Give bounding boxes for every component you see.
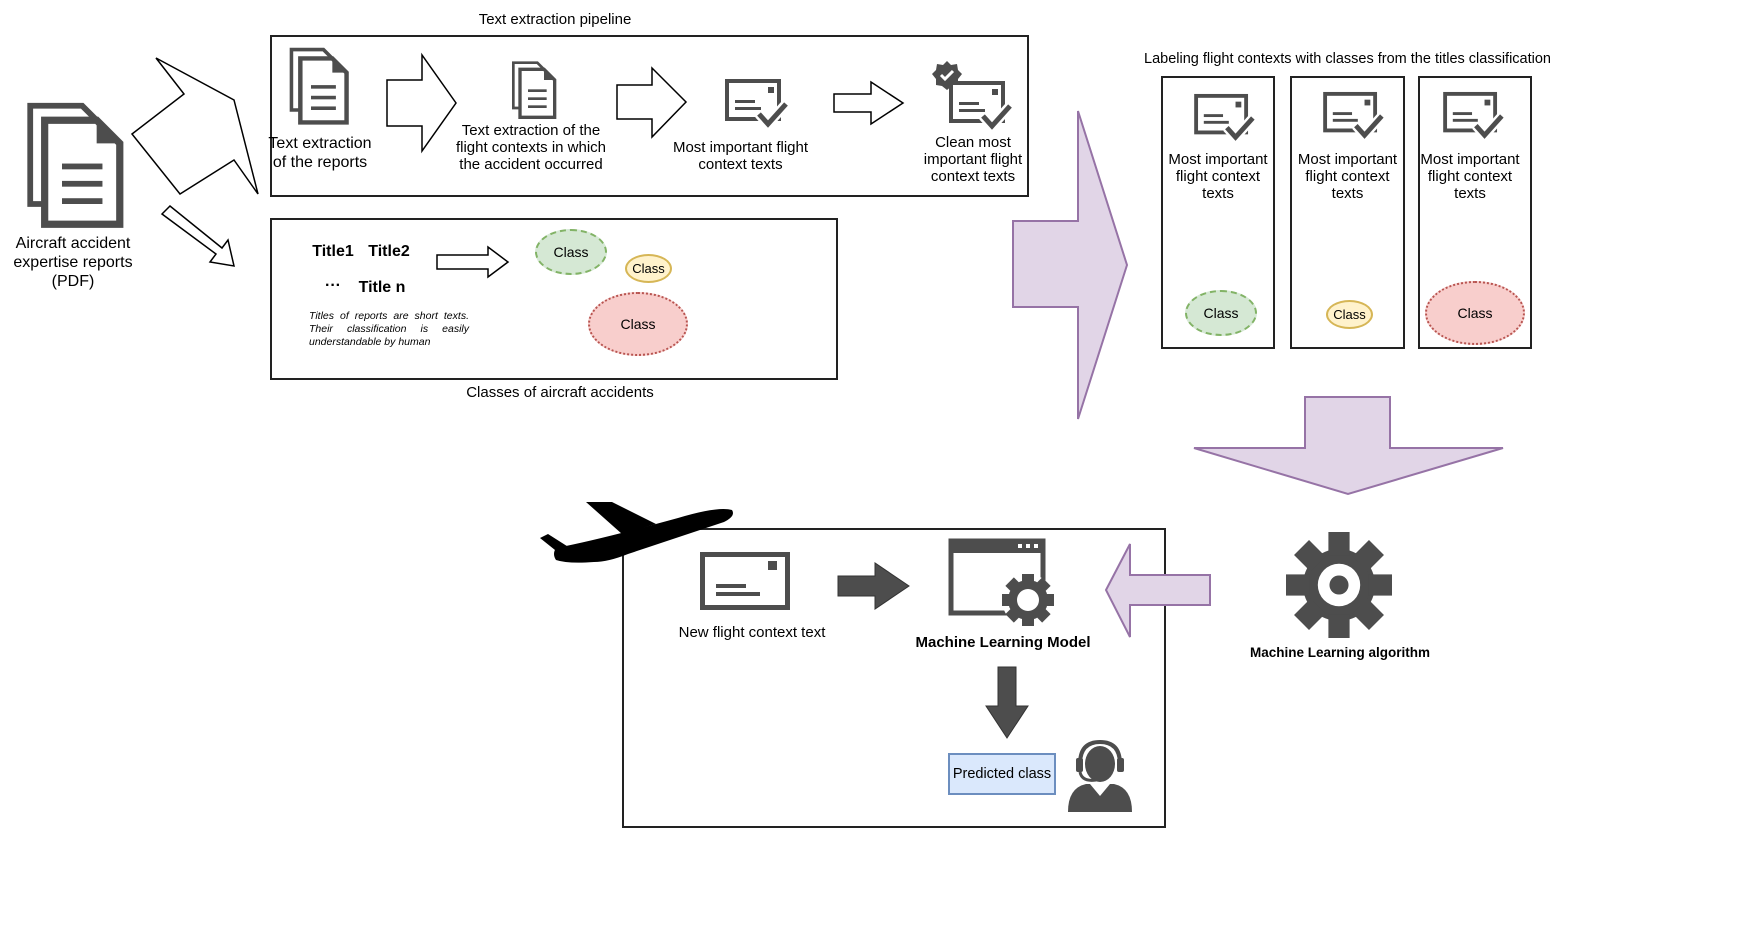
- label-card-2-class: Class: [1326, 300, 1373, 329]
- document-icon: [510, 60, 558, 120]
- pipeline-step-3: Most important flight context texts: [672, 139, 809, 173]
- pipeline-step-4: Clean most important flight context text…: [923, 134, 1023, 185]
- arrow-to-pipeline: [130, 57, 259, 195]
- mail-icon: [700, 552, 790, 610]
- class-yellow: Class: [625, 254, 672, 283]
- label-card-3-class: Class: [1425, 281, 1525, 345]
- arrow-down-dark-icon: [985, 666, 1029, 739]
- arrow-right-dark-icon: [837, 562, 910, 610]
- source-label: Aircraft accident expertise reports (PDF…: [13, 235, 133, 290]
- new-flight-label: New flight context text: [678, 624, 826, 641]
- mail-check-icon: [948, 80, 1012, 132]
- ml-algorithm-label: Machine Learning algorithm: [1249, 645, 1431, 660]
- label-card-3-text: Most important flight context texts: [1420, 151, 1520, 202]
- mail-check-icon: [1442, 91, 1504, 141]
- title-1: Title1: [312, 243, 354, 260]
- pipeline-step-2: Text extraction of the flight contexts i…: [455, 122, 607, 173]
- label-card-1-text: Most important flight context texts: [1168, 151, 1268, 202]
- label-card-2-text: Most important flight context texts: [1297, 151, 1398, 202]
- title-2: Title2: [368, 243, 410, 260]
- class-green: Class: [535, 229, 607, 275]
- purple-arrow-left: [1104, 543, 1211, 638]
- classes-title: Classes of aircraft accidents: [466, 384, 654, 401]
- labeling-title: Labeling flight contexts with classes fr…: [1144, 51, 1551, 67]
- arrow-right-icon: [833, 80, 905, 126]
- predicted-class-box: Predicted class: [948, 753, 1056, 795]
- arrow-right-icon: [436, 245, 510, 279]
- ml-model-label: Machine Learning Model: [915, 634, 1091, 651]
- label-card-1-class: Class: [1185, 290, 1257, 336]
- purple-arrow-down: [1193, 396, 1504, 496]
- model-window-gear-icon: [948, 538, 1054, 626]
- mail-check-icon: [724, 78, 788, 130]
- pipeline-title: Text extraction pipeline: [478, 11, 632, 28]
- classes-note: Titles of reports are short texts. Their…: [309, 310, 469, 348]
- class-red: Class: [588, 292, 688, 356]
- arrow-to-classes: [160, 204, 235, 267]
- arrow-right-icon: [386, 52, 457, 154]
- mail-check-icon: [1193, 93, 1255, 143]
- document-icon: [287, 46, 351, 126]
- pipeline-step-1: Text extraction of the reports: [268, 135, 372, 171]
- title-ellipsis: ···: [325, 277, 341, 294]
- operator-headset-icon: [1068, 739, 1132, 812]
- title-n: Title n: [358, 279, 406, 296]
- source-documents-icon: [20, 100, 130, 230]
- gear-icon: [1286, 532, 1392, 638]
- arrow-right-icon: [616, 66, 688, 139]
- mail-check-icon: [1322, 91, 1384, 141]
- airplane-icon: [540, 502, 733, 563]
- purple-arrow-right: [1012, 110, 1129, 420]
